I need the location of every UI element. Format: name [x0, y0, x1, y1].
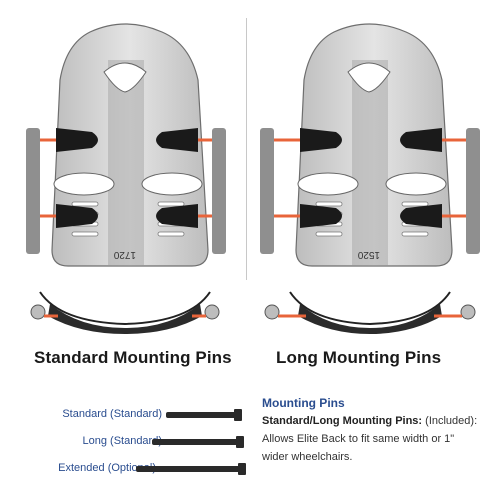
info-lead-note: (Included): — [422, 415, 478, 427]
pin-label-long: Long (Standard) — [82, 435, 163, 447]
info-lead: Standard/Long Mounting Pins: — [262, 415, 423, 427]
pin-long-graphic — [152, 436, 244, 448]
info-title: Mounting Pins — [262, 396, 345, 410]
panel-divider — [246, 18, 247, 280]
info-description: Standard/Long Mounting Pins: (Included):… — [262, 412, 482, 466]
pin-extended-graphic — [136, 463, 246, 475]
long-top-view — [264, 291, 476, 334]
seat-number: 1720 — [113, 249, 136, 260]
pin-label-standard: Standard (Standard) — [62, 408, 162, 420]
pin-standard-graphic — [166, 409, 242, 421]
info-body: Allows Elite Back to fit same width or 1… — [262, 433, 455, 463]
seat-number: 1520 — [357, 249, 380, 260]
standard-top-view — [30, 291, 220, 334]
standard-mounting-pins-heading: Standard Mounting Pins — [34, 348, 232, 367]
long-mounting-pins-heading: Long Mounting Pins — [276, 348, 442, 367]
long-backrest-illustration: 1520 — [260, 23, 480, 267]
standard-backrest-illustration: 1720 — [26, 23, 226, 267]
pin-label-extended: Extended (Optional) — [58, 462, 156, 474]
